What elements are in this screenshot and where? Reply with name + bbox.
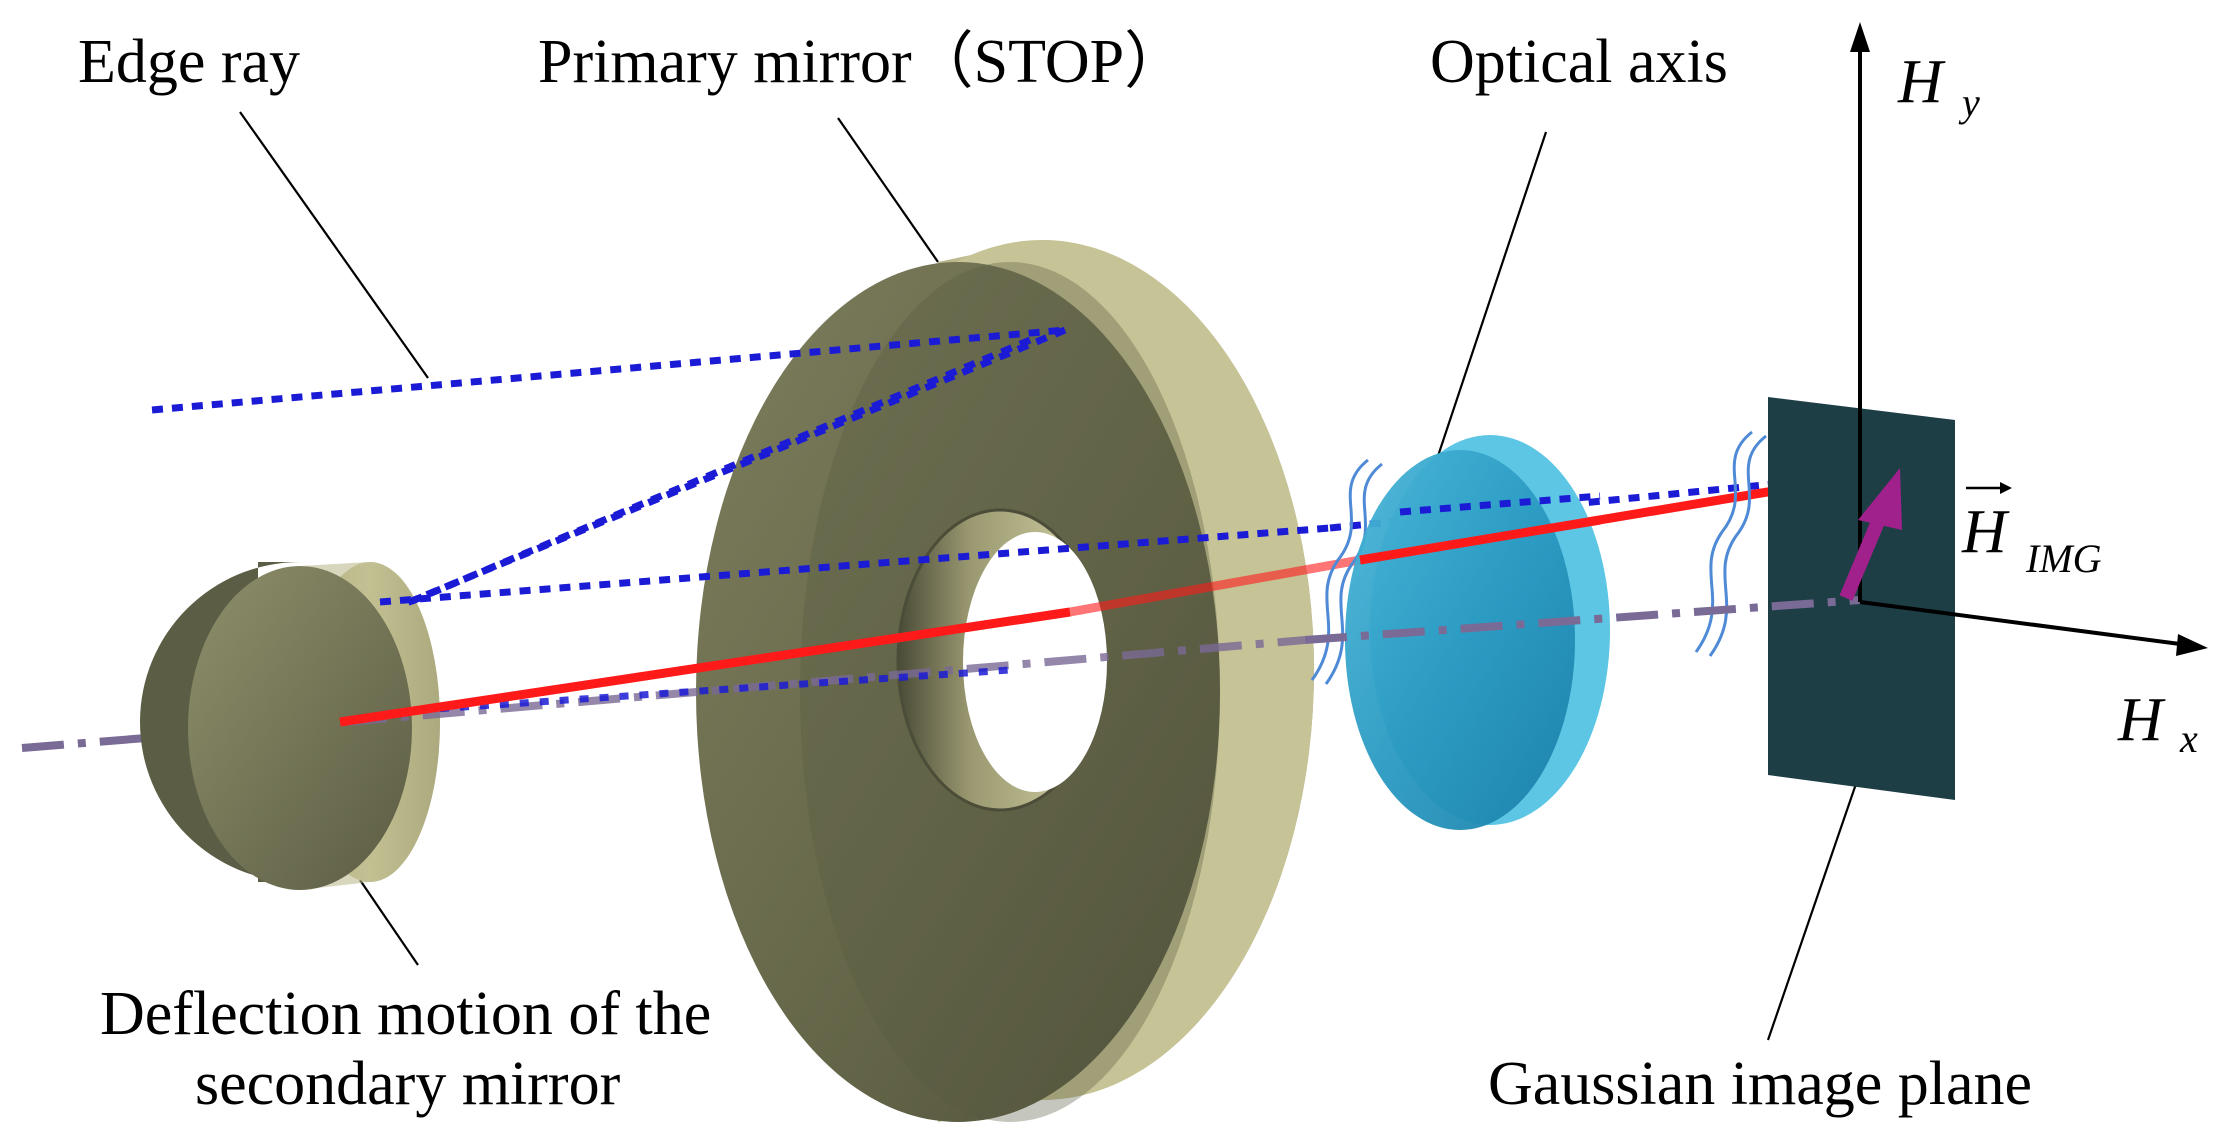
image-vector-main: H (1961, 498, 2010, 566)
gaussian-plane-label: Gaussian image plane (1488, 1050, 2032, 1118)
primary-mirror-label: Primary mirror（STOP） (538, 28, 1186, 96)
image-vector-shaft (1839, 509, 1889, 601)
hy-axis-subscript: y (1958, 80, 1980, 125)
chief-ray-seg-1 (339, 607, 1071, 727)
chief-ray-over-lens (1359, 515, 1601, 565)
break-mark-right-2 (1708, 434, 1767, 657)
hy-axis-label: H (1897, 48, 1946, 116)
image-vector-label: H IMG (1961, 482, 2102, 581)
deflection-label-line2: secondary mirror (195, 1050, 621, 1118)
overrightarrow-head-icon (2000, 482, 2012, 494)
edge-ray-over-lens (1399, 492, 1601, 516)
image-vector-subscript: IMG (2025, 536, 2102, 581)
primary-mirror (696, 240, 1314, 1122)
primary-mirror-leader (837, 117, 939, 263)
edge-rays (151, 326, 1876, 714)
image-vector-arrowhead-icon (1858, 468, 1902, 530)
break-mark-right-1 (1694, 430, 1753, 653)
edge-ray-label: Edge ray (78, 28, 300, 96)
hy-axis (1850, 22, 1870, 602)
primary-mirror-hole-through (963, 532, 1107, 792)
edge-ray-incoming (151, 326, 1066, 414)
deflection-label-line1: Deflection motion of the (100, 980, 711, 1048)
lens-face (1345, 450, 1575, 830)
deflection-leader (359, 879, 419, 966)
secondary-mirror-face (188, 566, 412, 890)
hx-axis-subscript: x (2179, 716, 2198, 761)
optical-axis-line-right (1304, 596, 1861, 644)
image-vector (1839, 468, 1902, 601)
hx-axis-label: H (2117, 686, 2166, 754)
hy-axis-arrowhead-icon (1850, 22, 1870, 52)
hx-axis-line (1859, 600, 2181, 646)
edge-ray-reflect-2 (408, 336, 1032, 606)
hx-axis (1859, 600, 2208, 656)
secondary-mirror (140, 562, 440, 890)
chief-ray-seg-2 (1069, 555, 1361, 617)
secondary-mirror-band (300, 562, 440, 890)
break-marks-right (1694, 430, 1767, 657)
break-mark-left-2 (1324, 462, 1383, 685)
hx-axis-arrowhead-icon (2176, 634, 2208, 656)
edge-ray-leader (239, 111, 429, 379)
optical-axis-label: Optical axis (1430, 28, 1728, 96)
